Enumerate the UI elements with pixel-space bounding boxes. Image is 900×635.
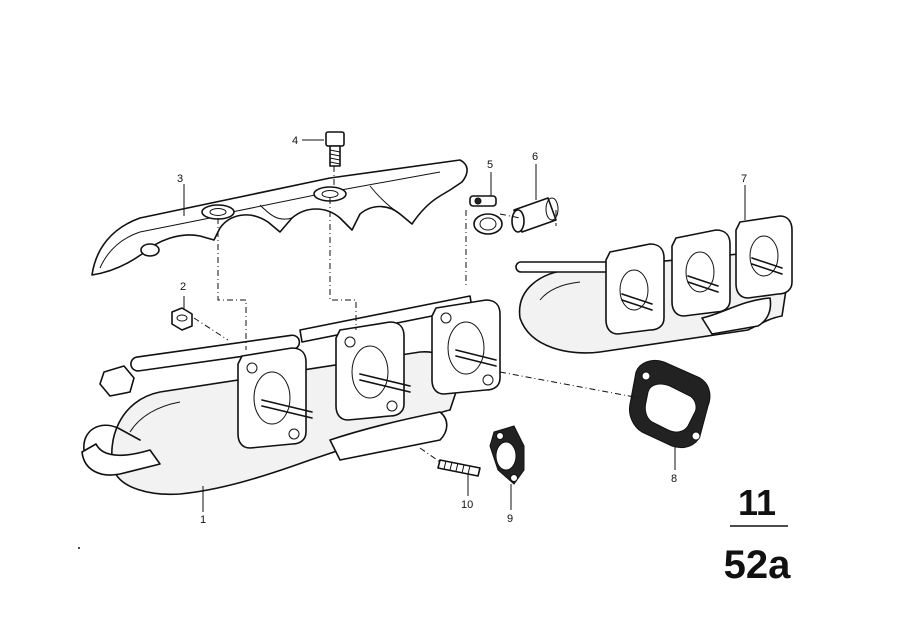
callout-4: 4 <box>292 135 298 147</box>
callout-7: 7 <box>741 173 747 185</box>
callout-6: 6 <box>532 151 538 163</box>
callout-8: 8 <box>671 473 677 485</box>
page-reference: 11 52a <box>724 482 791 587</box>
callouts: 1 2 3 4 5 6 7 8 9 10 <box>177 135 747 526</box>
alignment-lines <box>193 166 641 463</box>
speck <box>78 547 80 549</box>
nut <box>171 307 193 331</box>
clamp <box>469 195 503 235</box>
gasket-large <box>629 359 711 449</box>
callout-1: 1 <box>200 514 206 526</box>
front-manifold <box>81 295 501 496</box>
page-sheet-number: 52a <box>724 543 791 587</box>
callout-5: 5 <box>487 159 493 171</box>
stud <box>437 459 481 477</box>
heat-shield <box>91 159 468 276</box>
callout-10: 10 <box>461 499 473 511</box>
callout-3: 3 <box>177 173 183 185</box>
callout-9: 9 <box>507 513 513 525</box>
page-group-number: 11 <box>738 482 776 523</box>
sleeve <box>511 197 559 233</box>
callout-2: 2 <box>180 281 186 293</box>
rear-manifold <box>515 215 793 354</box>
bolt <box>325 131 345 167</box>
gasket-flange <box>489 425 525 485</box>
